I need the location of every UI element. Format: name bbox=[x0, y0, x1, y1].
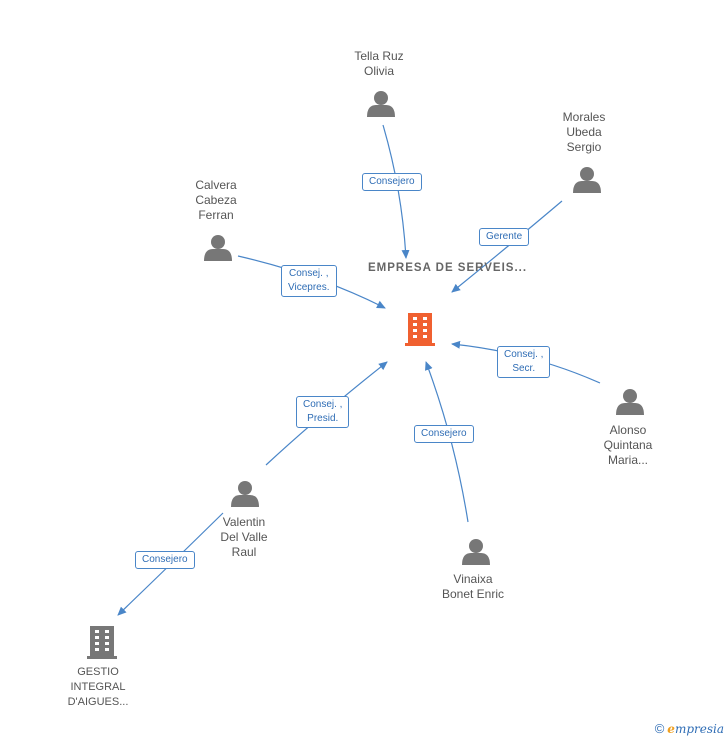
name-line: Vinaixa bbox=[453, 572, 493, 586]
name-line: GESTIO bbox=[77, 666, 119, 678]
name-line: Raul bbox=[231, 545, 257, 559]
role-line: Consej. , bbox=[303, 399, 343, 410]
relation-badge[interactable]: Gerente bbox=[479, 228, 530, 246]
name-line: Maria... bbox=[607, 453, 648, 467]
name-line: Alonso bbox=[609, 423, 647, 437]
person-label-vinaixa[interactable]: Vinaixa Bonet Enric bbox=[423, 572, 523, 602]
name-line: Olivia bbox=[363, 64, 394, 78]
center-company-label[interactable]: EMPRESA DE SERVEIS... bbox=[368, 262, 528, 274]
person-icon[interactable] bbox=[231, 481, 259, 507]
brand-name: mpresia bbox=[674, 722, 724, 736]
person-icon[interactable] bbox=[573, 167, 601, 193]
name-line: Del Valle bbox=[220, 530, 268, 544]
person-icon[interactable] bbox=[616, 389, 644, 415]
relation-badge[interactable]: Consejero bbox=[362, 173, 422, 191]
role-line: Consej. , bbox=[289, 268, 329, 279]
person-label-tella[interactable]: Tella Ruz Olivia bbox=[329, 49, 429, 79]
person-label-morales[interactable]: Morales Ubeda Sergio bbox=[534, 110, 634, 155]
person-icon[interactable] bbox=[462, 539, 490, 565]
edge-tella-center bbox=[382, 124, 410, 259]
name-line: Ferran bbox=[198, 208, 234, 222]
other-company-label[interactable]: GESTIO INTEGRAL D'AIGUES... bbox=[48, 665, 148, 710]
name-line: Cabeza bbox=[195, 193, 237, 207]
person-label-valentin[interactable]: Valentin Del Valle Raul bbox=[194, 515, 294, 560]
person-label-calvera[interactable]: Calvera Cabeza Ferran bbox=[166, 178, 266, 223]
name-line: Sergio bbox=[566, 140, 602, 154]
person-icon[interactable] bbox=[367, 91, 395, 117]
name-line: INTEGRAL bbox=[70, 681, 126, 693]
relation-badge[interactable]: Consej. , Presid. bbox=[296, 396, 350, 428]
role-line: Presid. bbox=[307, 413, 339, 424]
brand-footer: ©empresia bbox=[655, 721, 724, 736]
name-line: Bonet Enric bbox=[441, 587, 505, 601]
name-line: Valentin bbox=[222, 515, 266, 529]
building-icon[interactable] bbox=[405, 313, 435, 346]
name-line: Calvera bbox=[195, 178, 237, 192]
name-line: Quintana bbox=[603, 438, 653, 452]
relation-badge[interactable]: Consej. , Secr. bbox=[497, 346, 551, 378]
relation-badge[interactable]: Consejero bbox=[414, 425, 474, 443]
role-line: Vicepres. bbox=[288, 282, 330, 293]
person-icon[interactable] bbox=[204, 235, 232, 261]
name-line: Tella Ruz bbox=[354, 49, 404, 63]
edge-morales-center bbox=[451, 200, 563, 293]
relation-badge[interactable]: Consejero bbox=[135, 551, 195, 569]
relation-badge[interactable]: Consej. , Vicepres. bbox=[281, 265, 337, 297]
brand-logo-e: e bbox=[667, 722, 675, 736]
name-line: Ubeda bbox=[566, 125, 602, 139]
name-line: Morales bbox=[562, 110, 606, 124]
copyright-symbol: © bbox=[654, 721, 665, 736]
name-line: D'AIGUES... bbox=[67, 696, 129, 708]
role-line: Secr. bbox=[512, 363, 536, 374]
person-label-alonso[interactable]: Alonso Quintana Maria... bbox=[578, 423, 678, 468]
role-line: Consej. , bbox=[504, 349, 544, 360]
building-icon[interactable] bbox=[87, 626, 117, 659]
